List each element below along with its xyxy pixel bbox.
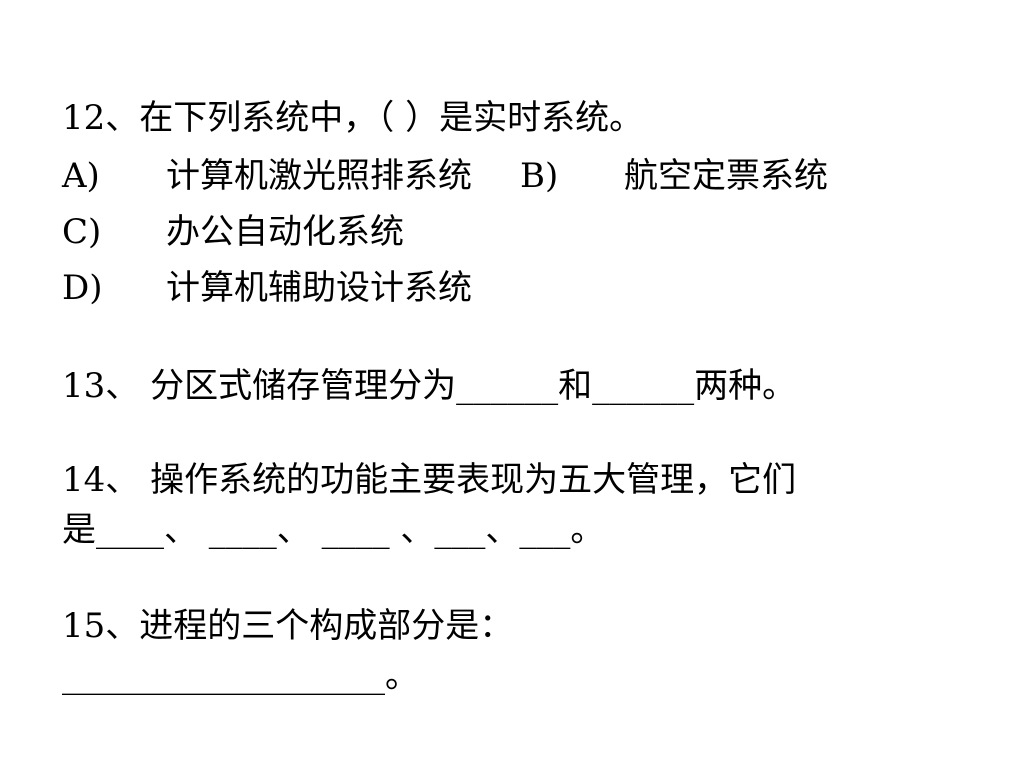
option-d-letter: D) [62,268,103,308]
question-12-options-row-3: D) 计算机辅助设计系统 [62,268,472,308]
question-12-stem-text: 12、在下列系统中，（ ）是实时系统。 [62,98,644,138]
option-c-text: 办公自动化系统 [166,212,404,252]
question-12-options-row-1: A) 计算机激光照排系统 B) 航空定票系统 [62,156,828,196]
question-15-text-line-1: 15、进程的三个构成部分是： [62,606,514,646]
question-13: 13、 分区式储存管理分为______和______两种。 [62,366,796,406]
option-c-letter: C) [62,212,102,252]
question-14-text-line-1: 14、 操作系统的功能主要表现为五大管理，它们 [62,460,797,500]
question-14-text-line-2: 是____、 ____、 ____ 、___、___。 [62,510,605,550]
question-12-stem: 12、在下列系统中，（ ）是实时系统。 [62,98,643,138]
option-b-letter: B) [520,156,559,196]
question-15-line-1: 15、进程的三个构成部分是： [62,606,513,646]
question-14-line-1: 14、 操作系统的功能主要表现为五大管理，它们 [62,460,796,500]
question-13-text: 13、 分区式储存管理分为______和______两种。 [62,366,797,406]
option-b-text: 航空定票系统 [624,156,828,196]
option-a-letter: A) [62,156,100,196]
option-a-text: 计算机激光照排系统 [166,156,472,196]
question-14-line-2: 是____、 ____、 ____ 、___、___。 [62,510,604,550]
question-15-line-2: ___________________。 [62,656,419,696]
option-d-text: 计算机辅助设计系统 [166,268,472,308]
question-12-options-row-2: C) 办公自动化系统 [62,212,404,252]
question-15-text-line-2: ___________________。 [62,656,419,696]
